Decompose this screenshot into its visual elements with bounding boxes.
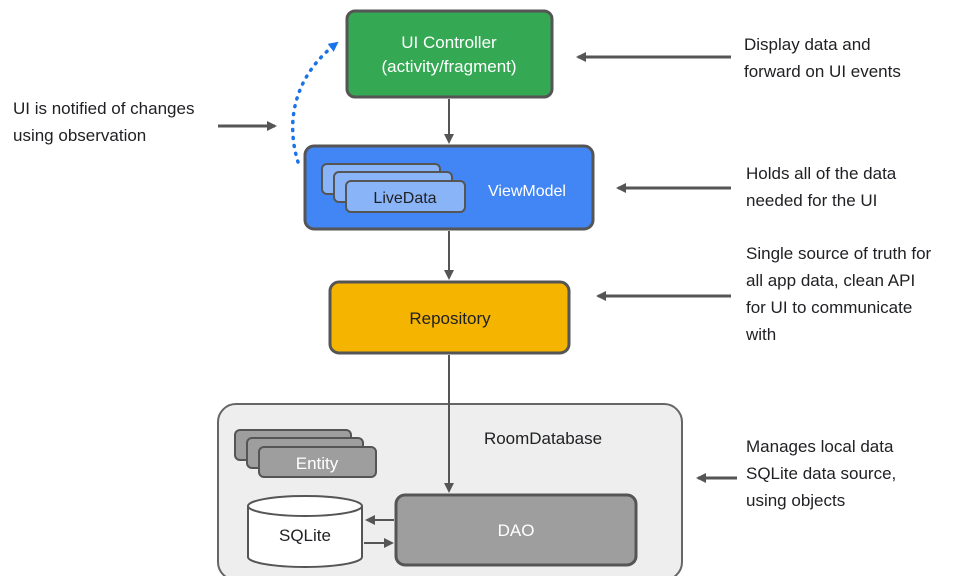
ui-controller-box: [345, 9, 554, 99]
note-repository-line4: with: [746, 325, 777, 344]
view-model-label: ViewModel: [488, 183, 566, 200]
note-ui-controller-line2: forward on UI events: [744, 62, 901, 81]
entity-label: Entity: [296, 454, 339, 473]
note-room: Manages local data SQLite data source, u…: [746, 433, 896, 514]
note-repository-line3: for UI to communicate: [746, 298, 913, 317]
note-ui-controller: Display data and forward on UI events: [744, 31, 901, 85]
repository-label: Repository: [409, 309, 491, 328]
room-database-label: RoomDatabase: [484, 429, 602, 448]
note-observation-line1: UI is notified of changes: [13, 99, 195, 118]
note-view-model: Holds all of the data needed for the UI: [746, 160, 896, 214]
note-observation: UI is notified of changes using observat…: [13, 95, 194, 149]
note-repository-line2: all app data, clean API: [746, 271, 916, 290]
sqlite-cylinder-top: [247, 495, 363, 517]
dao-label: DAO: [498, 521, 535, 540]
note-ui-controller-line1: Display data and: [744, 35, 871, 54]
note-room-line2: SQLite data source,: [746, 464, 897, 483]
note-view-model-line2: needed for the UI: [746, 191, 878, 210]
note-room-line3: using objects: [746, 491, 846, 510]
ui-controller-label-line2: (activity/fragment): [381, 57, 516, 76]
note-room-line1: Manages local data: [746, 437, 894, 456]
note-observation-line2: using observation: [13, 126, 147, 145]
sqlite-cylinder: [247, 506, 363, 568]
ui-controller-label-line1: UI Controller: [401, 33, 497, 52]
repository-box: [328, 280, 571, 355]
note-view-model-line1: Holds all of the data: [746, 164, 897, 183]
note-repository-line1: Single source of truth for: [746, 244, 932, 263]
dao-box: [394, 493, 638, 567]
livedata-label: LiveData: [373, 190, 436, 207]
note-repository: Single source of truth for all app data,…: [746, 240, 931, 348]
observation-dotted-arrow: [290, 41, 339, 164]
sqlite-label: SQLite: [279, 526, 331, 545]
livedata-stack-front: [345, 180, 466, 213]
entity-stack-front: [258, 446, 377, 478]
